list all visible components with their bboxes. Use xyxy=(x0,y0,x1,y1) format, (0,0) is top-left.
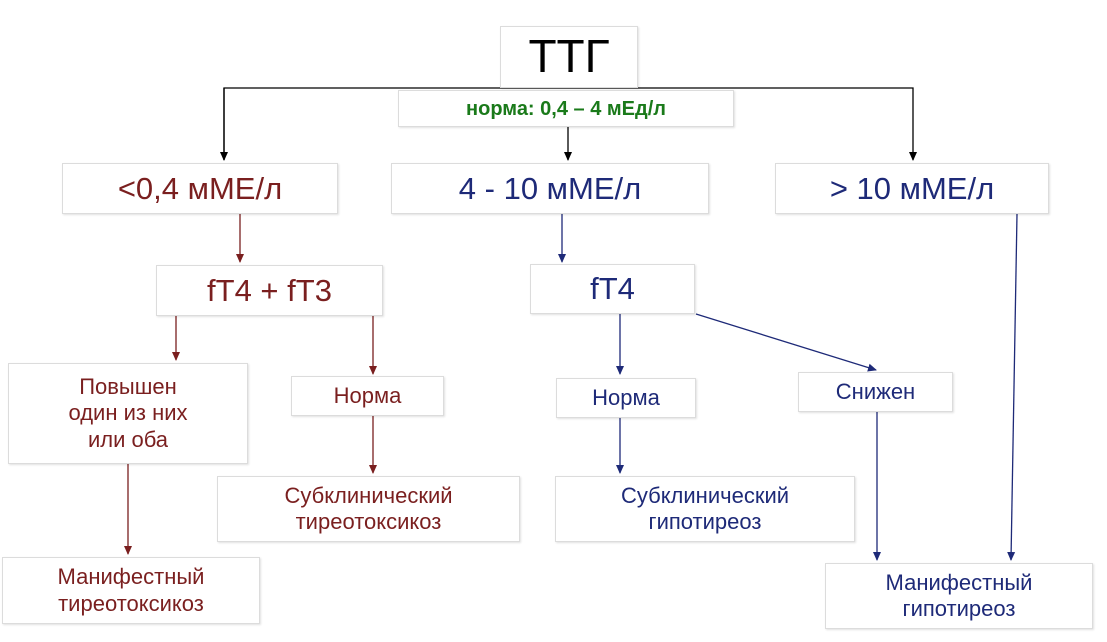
subclinical-thyrotoxicosis-node: Субклинический тиреотоксикоз xyxy=(217,476,520,542)
mid-tsh-node: 4 - 10 мМЕ/л xyxy=(391,163,709,214)
subclinical-thyrotoxicosis-label: Субклинический тиреотоксикоз xyxy=(284,482,453,534)
subclinical-hypothyroidism-label: Субклинический гипотиреоз xyxy=(620,482,790,534)
norm-left-label: Норма xyxy=(333,382,402,408)
ft4-node: fT4 xyxy=(530,264,695,314)
manifest-thyrotoxicosis-node: Манифестный тиреотоксикоз xyxy=(2,557,260,624)
low-tsh-label: <0,4 мМЕ/л xyxy=(117,170,283,206)
root-node-label: ТТГ xyxy=(528,30,610,83)
connector-high-to-manifest-hypo xyxy=(1007,213,1018,561)
ft4-ft3-node: fT4 + fT3 xyxy=(156,265,383,316)
manifest-hypothyroidism-node: Манифестный гипотиреоз xyxy=(825,563,1093,629)
norm-mid-label: Норма xyxy=(592,384,660,410)
norm-left-node: Норма xyxy=(291,376,444,416)
low-tsh-node: <0,4 мМЕ/л xyxy=(62,163,338,214)
manifest-hypothyroidism-label: Манифестный гипотиреоз xyxy=(885,569,1033,621)
high-tsh-label: > 10 мМЕ/л xyxy=(829,170,995,206)
raised-label: Повышен один из них или оба xyxy=(68,373,188,452)
connector-ft4-to-reduced xyxy=(695,313,877,372)
high-tsh-node: > 10 мМЕ/л xyxy=(775,163,1049,214)
reduced-label: Снижен xyxy=(835,378,916,404)
norm-range-node: норма: 0,4 – 4 мЕд/л xyxy=(398,90,734,127)
ft4-ft3-label: fT4 + fT3 xyxy=(207,272,332,308)
root-node-ttg: ТТГ xyxy=(500,26,638,88)
manifest-thyrotoxicosis-label: Манифестный тиреотоксикоз xyxy=(57,564,205,616)
norm-range-label: норма: 0,4 – 4 мЕд/л xyxy=(466,97,666,120)
subclinical-hypothyroidism-node: Субклинический гипотиреоз xyxy=(555,476,855,542)
ft4-label: fT4 xyxy=(590,271,635,307)
mid-tsh-label: 4 - 10 мМЕ/л xyxy=(458,170,642,206)
raised-node: Повышен один из них или оба xyxy=(8,363,248,464)
reduced-node: Снижен xyxy=(798,372,953,412)
norm-mid-node: Норма xyxy=(556,378,696,418)
